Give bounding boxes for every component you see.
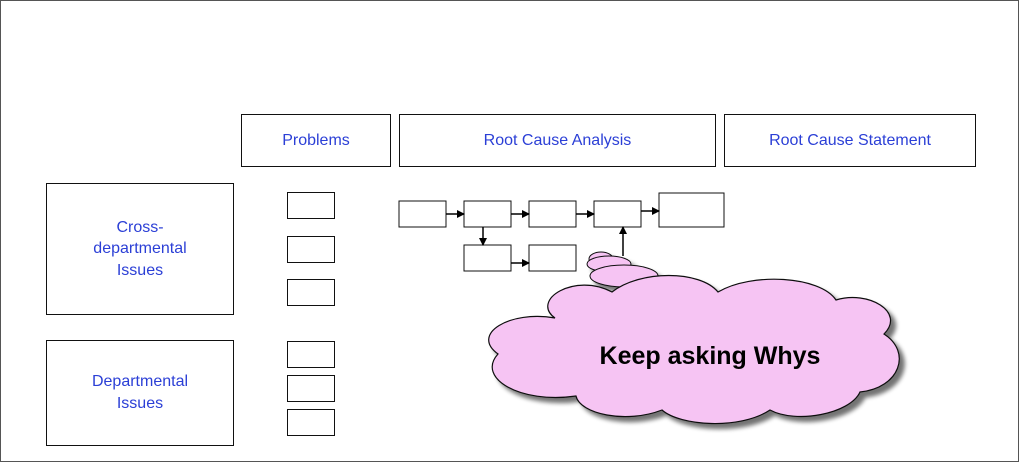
problem-box: [287, 192, 335, 219]
flow-box: [528, 200, 577, 228]
category-cross-departmental: Cross- departmental Issues: [46, 183, 234, 315]
flow-box: [528, 244, 577, 272]
flow-box-result: [658, 192, 725, 228]
category-departmental: Departmental Issues: [46, 340, 234, 446]
flow-box: [463, 244, 512, 272]
problem-box: [287, 341, 335, 368]
problem-box: [287, 409, 335, 436]
problem-box: [287, 279, 335, 306]
flow-box: [463, 200, 512, 228]
header-root-cause-analysis: Root Cause Analysis: [399, 114, 716, 167]
flow-box: [593, 200, 642, 228]
cloud-label: Keep asking Whys: [599, 341, 821, 370]
problem-box: [287, 236, 335, 263]
flow-box: [398, 200, 447, 228]
cloud-shape: [488, 274, 900, 425]
problem-box: [287, 375, 335, 402]
header-problems: Problems: [241, 114, 391, 167]
header-root-cause-statement: Root Cause Statement: [724, 114, 976, 167]
